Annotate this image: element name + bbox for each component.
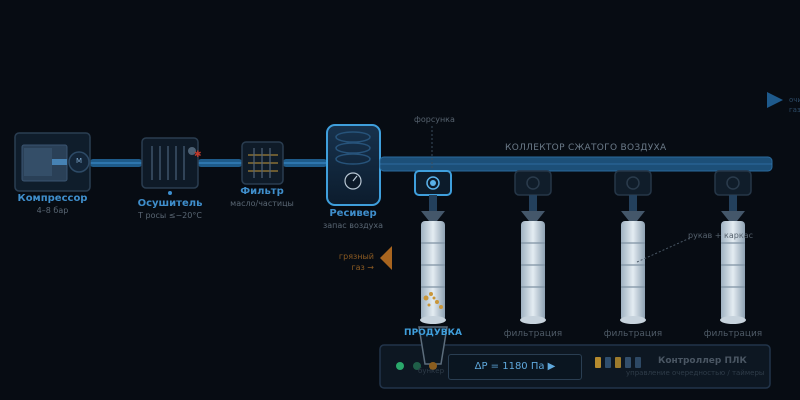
hopper-label: бункер	[418, 367, 445, 375]
thermometer-icon	[188, 147, 196, 155]
plc-title: Контроллер ПЛК	[658, 356, 747, 366]
compressor-subtitle: 4–8 бар	[36, 206, 69, 215]
sleeve-1-state: ПРОДУВКА	[404, 328, 462, 338]
plc-subtitle: управление очередностью / таймеры	[626, 369, 765, 377]
sleeve-2-state: фильтрация	[503, 329, 563, 339]
nozzle-label: форсунка	[414, 115, 455, 124]
plc-indicator-1	[396, 362, 404, 370]
filter-bags	[421, 221, 745, 321]
clean-gas-arrow-icon	[767, 92, 783, 108]
receiver-title: Ресивер	[329, 208, 377, 219]
dirty-gas-arrow-icon	[380, 246, 392, 270]
filter-bag-3	[621, 221, 645, 321]
plc-bar-1	[595, 357, 601, 368]
svg-text:✱: ✱	[194, 150, 202, 160]
clean-gas-label-line1: очищ.	[789, 96, 800, 104]
sleeve-label: рукав + каркас	[688, 231, 753, 240]
dryer-box	[141, 137, 199, 189]
dp-readout: ΔP = 1180 Па ▶	[448, 354, 582, 380]
plc-bar-2	[605, 357, 611, 368]
dirty-gas-label-line2: газ →	[351, 263, 374, 272]
dirty-gas-label-line1: грязный	[338, 252, 374, 261]
motor-label: M	[75, 157, 83, 165]
clean-gas-label-line2: газ	[789, 106, 800, 114]
filter-title: Фильтр	[240, 186, 284, 197]
filter-bag-4	[721, 221, 745, 321]
hopper	[418, 326, 448, 365]
header-label: КОЛЛЕКТОР СЖАТОГО ВОЗДУХА	[505, 143, 667, 153]
compressor-title: Компрессор	[17, 193, 88, 204]
plc-bar-5	[635, 357, 641, 368]
receiver-subtitle: запас воздуха	[323, 221, 383, 230]
plc-bar-3	[615, 357, 621, 368]
sleeve-3-state: фильтрация	[603, 329, 663, 339]
receiver-box	[326, 124, 381, 206]
pulse-valve-2	[514, 170, 552, 196]
sleeve-4-state: фильтрация	[703, 329, 763, 339]
dryer-title: Осушитель	[137, 198, 203, 209]
pulse-valve-3	[614, 170, 652, 196]
plc-indicator-3	[429, 362, 437, 370]
drip-icon	[168, 191, 172, 195]
filter-subtitle: масло/частицы	[230, 199, 294, 208]
motor-icon	[68, 151, 90, 173]
dust-particles	[423, 292, 443, 309]
plc-bar-4	[625, 357, 631, 368]
filter-bag-2	[521, 221, 545, 321]
pulse-valve-4	[714, 170, 752, 196]
dryer-subtitle: T росы ≤−20°C	[138, 211, 202, 220]
plc-indicator-2	[413, 362, 421, 370]
